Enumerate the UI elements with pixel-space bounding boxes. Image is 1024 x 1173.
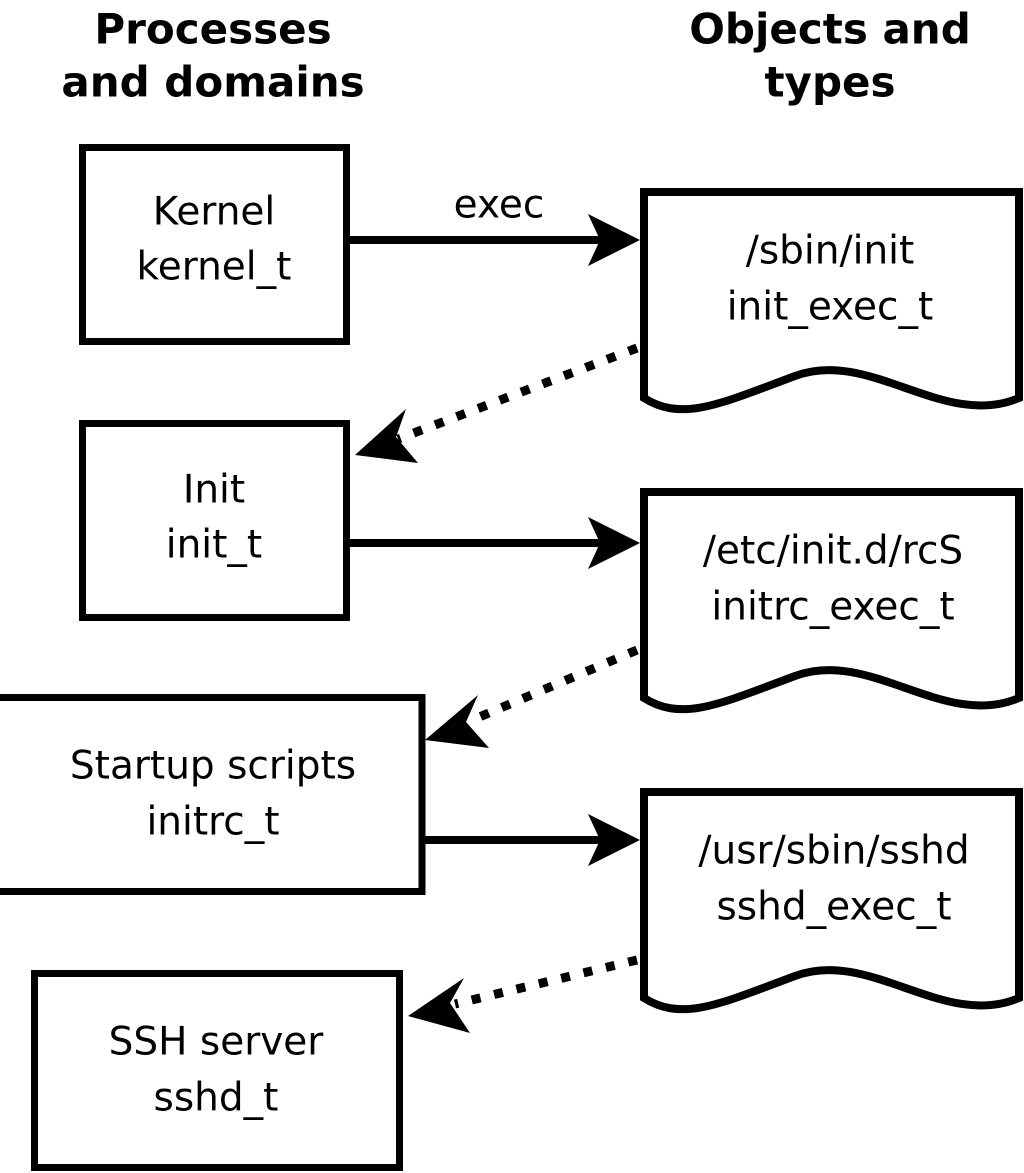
- node-startup-scripts-line1: Startup scripts: [70, 744, 356, 789]
- edge-line-init-exec-to-init: [396, 343, 639, 444]
- arrowhead-initrc-exec-to-initrc: [425, 695, 489, 748]
- header-processes-line2: and domains: [61, 58, 364, 107]
- node-startup-scripts[interactable]: Startup scripts initrc_t: [0, 694, 426, 895]
- column-header-objects: Objects and types: [689, 5, 971, 107]
- node-kernel-line2: kernel_t: [137, 245, 292, 290]
- node-sbin-init-line2: init_exec_t: [727, 285, 934, 330]
- edge-line-initrc-exec-to-initrc: [468, 645, 639, 726]
- node-init-line1: Init: [183, 468, 245, 513]
- column-header-processes: Processes and domains: [61, 5, 364, 107]
- node-etc-initd-rcs[interactable]: /etc/init.d/rcS initrc_exec_t: [640, 488, 1023, 714]
- node-usr-sbin-sshd-doc[interactable]: [640, 788, 1023, 1014]
- edge-init-exec-to-init: [355, 343, 639, 463]
- node-startup-scripts-line2: initrc_t: [146, 800, 279, 845]
- node-ssh-server-line2: sshd_t: [154, 1076, 279, 1121]
- arrowhead-initrc-exec: [588, 814, 640, 866]
- arrowhead-init-exec-to-init: [355, 409, 418, 463]
- node-sbin-init-line1: /sbin/init: [746, 229, 915, 274]
- arrowhead-sshd-exec-to-sshd: [408, 978, 470, 1033]
- node-startup-scripts-box[interactable]: [0, 694, 426, 895]
- node-etc-initd-rcs-line2: initrc_exec_t: [711, 585, 954, 630]
- node-usr-sbin-sshd-line2: sshd_exec_t: [716, 885, 951, 930]
- edge-initrc-exec-sshd-exec: [425, 814, 640, 866]
- edge-kernel-exec-init-exec: exec: [350, 183, 640, 266]
- node-etc-initd-rcs-line1: /etc/init.d/rcS: [703, 529, 963, 574]
- node-init-line2: init_t: [166, 523, 262, 568]
- node-etc-initd-rcs-doc[interactable]: [640, 488, 1023, 714]
- node-init-box[interactable]: [79, 420, 350, 621]
- edge-line-sshd-exec-to-sshd: [453, 955, 639, 1009]
- node-sbin-init[interactable]: /sbin/init init_exec_t: [640, 188, 1023, 414]
- node-kernel-line1: Kernel: [153, 190, 276, 235]
- edge-initrc-exec-to-initrc: [425, 645, 639, 748]
- node-sbin-init-doc[interactable]: [640, 188, 1023, 414]
- arrowhead-init-exec: [588, 517, 640, 569]
- node-ssh-server-line1: SSH server: [109, 1020, 325, 1065]
- node-kernel-box[interactable]: [79, 144, 350, 345]
- header-objects-line2: types: [764, 58, 895, 107]
- edge-label-exec: exec: [454, 183, 545, 228]
- arrowhead-kernel-exec: [588, 214, 640, 266]
- node-init[interactable]: Init init_t: [79, 420, 350, 621]
- node-ssh-server[interactable]: SSH server sshd_t: [31, 970, 403, 1171]
- header-objects-line1: Objects and: [689, 5, 971, 54]
- node-usr-sbin-sshd-line1: /usr/sbin/sshd: [698, 829, 969, 874]
- node-kernel[interactable]: Kernel kernel_t: [79, 144, 350, 345]
- edge-sshd-exec-to-sshd: [408, 955, 639, 1033]
- header-processes-line1: Processes: [94, 5, 331, 54]
- node-ssh-server-box[interactable]: [31, 970, 403, 1171]
- node-usr-sbin-sshd[interactable]: /usr/sbin/sshd sshd_exec_t: [640, 788, 1023, 1014]
- edge-init-exec-initrc-exec: [350, 517, 640, 569]
